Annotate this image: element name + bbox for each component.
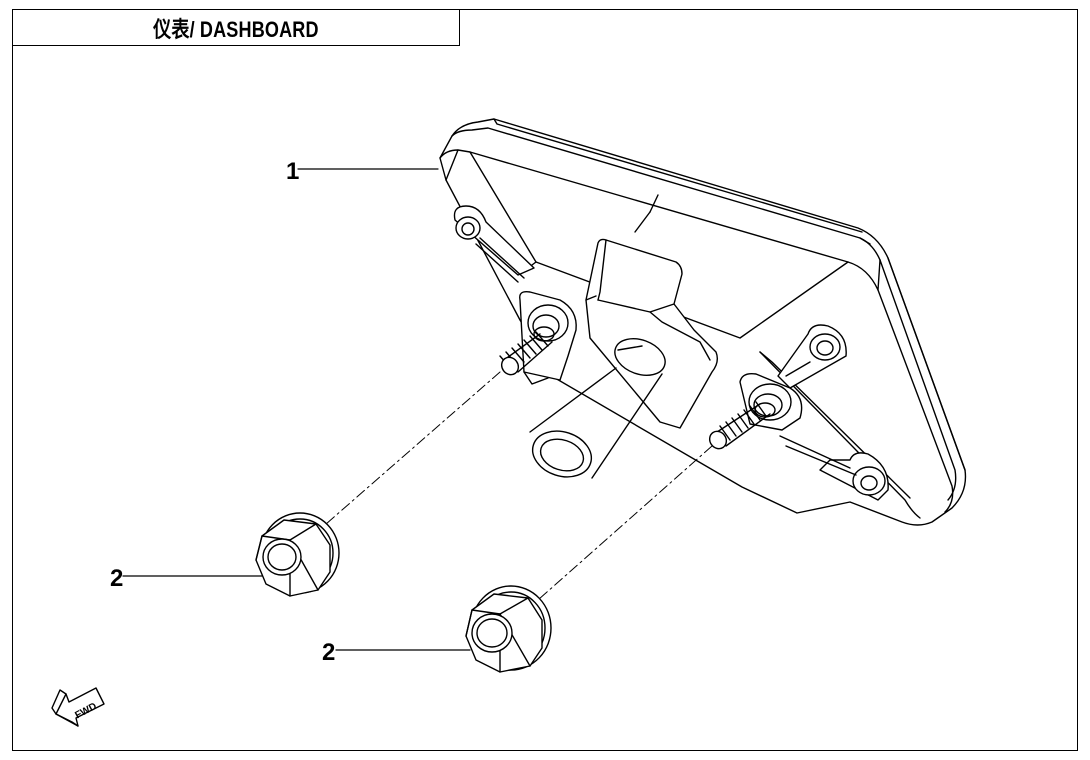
- right-stud-assembly: [708, 372, 803, 450]
- center-post: [529, 338, 666, 479]
- callout-2-right: 2: [322, 639, 471, 666]
- title-box: 仪表/ DASHBOARD: [12, 9, 460, 46]
- left-stud-assembly: [499, 290, 577, 385]
- mounting-ear-top-left: [453, 205, 535, 283]
- callout-number-2b: 2: [322, 639, 335, 666]
- mounting-ear-bottom-right: [779, 435, 889, 501]
- page-title: 仪表/ DASHBOARD: [153, 16, 319, 42]
- drawing-frame: [12, 9, 1078, 751]
- flange-nut-right: [465, 585, 552, 673]
- callout-1: 1: [286, 158, 439, 185]
- center-mount-boss: [585, 238, 719, 429]
- mounting-ear-right: [777, 324, 847, 389]
- callout-2-left: 2: [110, 565, 263, 592]
- flange-nut-left: [255, 512, 340, 597]
- callout-number-1: 1: [286, 158, 299, 185]
- assembly-guide-lines: [325, 371, 713, 601]
- dashboard-housing: [439, 118, 967, 526]
- forward-arrow-icon: FWD: [51, 687, 105, 727]
- callout-number-2a: 2: [110, 565, 123, 592]
